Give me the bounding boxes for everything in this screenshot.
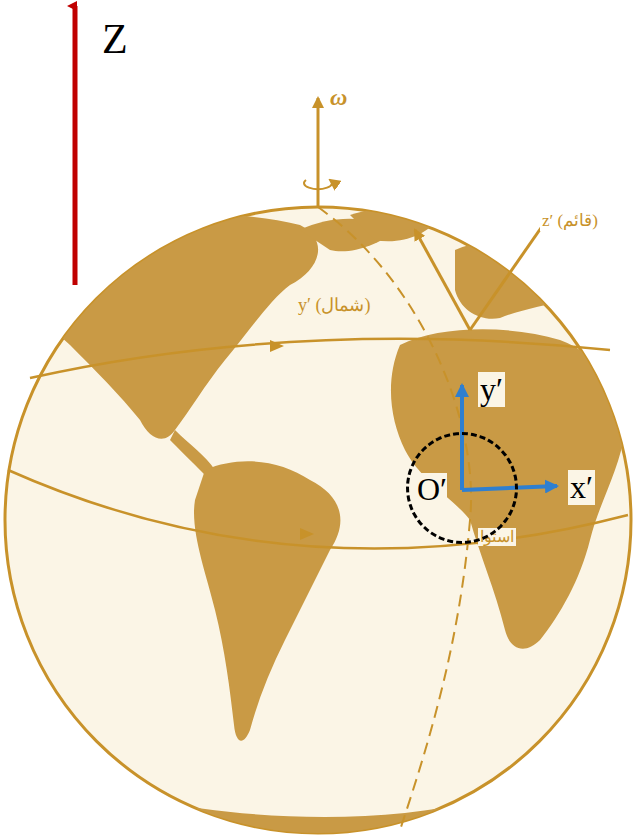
globe	[5, 207, 631, 833]
parallel-line	[30, 339, 610, 378]
omega-label: ω	[328, 84, 349, 110]
equator-label: استوا	[478, 528, 516, 546]
origin-label: O′	[417, 473, 447, 505]
vertical-label: z′ (قائم)	[540, 212, 600, 231]
equator-line	[8, 470, 628, 549]
rotation-sense	[304, 180, 332, 189]
rotation-axis	[317, 98, 320, 207]
x-prime-axis	[462, 486, 557, 490]
north-label: y′ (شمال)	[296, 296, 372, 316]
axis-label: y′	[478, 372, 505, 407]
dashed-circle: O′	[406, 432, 518, 544]
axis-label: Z	[100, 16, 130, 62]
local-north-arrow	[415, 230, 470, 330]
continents	[42, 208, 625, 835]
local-vertical-arrow	[470, 215, 550, 330]
y-prime-axis	[460, 385, 464, 490]
z-axis-arrow	[73, 6, 78, 285]
axis-label: x′	[568, 470, 595, 505]
